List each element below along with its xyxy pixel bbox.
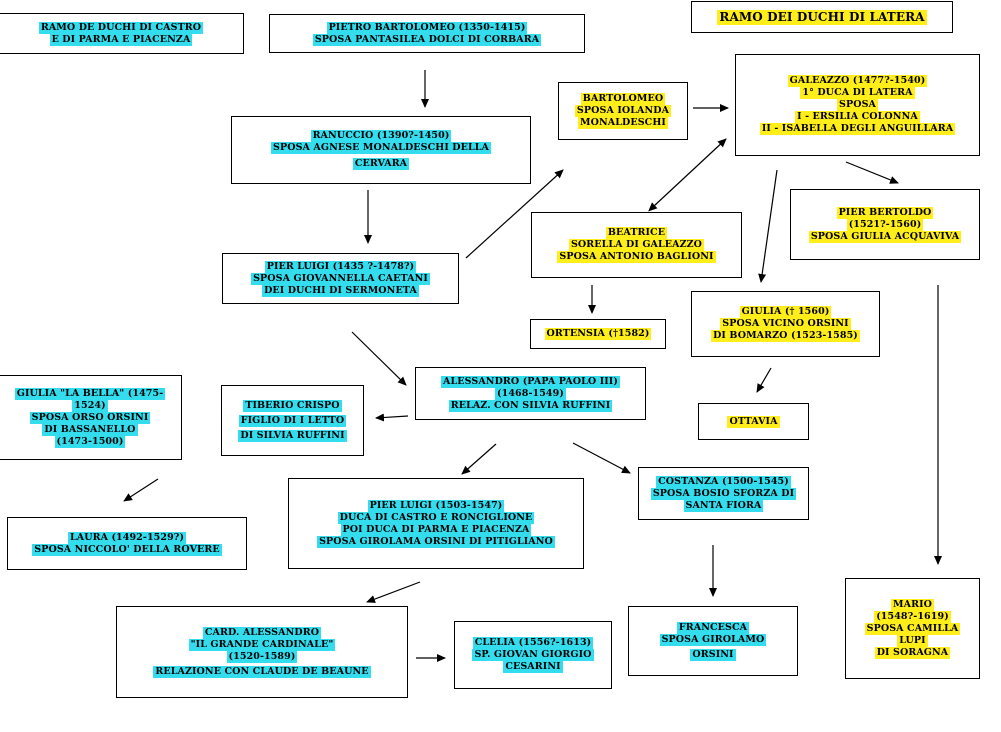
francesca-line-3: ORSINI <box>690 648 736 661</box>
galeazzo-line-5: II - ISABELLA DEGLI ANGUILLARA <box>759 123 956 135</box>
laura-line-1: LAURA (1492-1529?) <box>67 531 187 544</box>
box-ramo-latera: RAMO DEI DUCHI DI LATERA <box>691 1 953 33</box>
mario-line-4: LUPI <box>897 634 928 647</box>
box-clelia: CLELIA (1556?-1613) SP. GIOVAN GIORGIO C… <box>454 621 612 689</box>
ramo-castro-line-2: E DI PARMA E PIACENZA <box>49 33 193 46</box>
galeazzo-line-4: I - ERSILIA COLONNA <box>795 111 920 123</box>
giulia-vicino-line-2: SPOSA VICINO ORSINI <box>720 318 851 330</box>
pierluigi1-line-2: SPOSA GIOVANNELLA CAETANI <box>251 272 430 285</box>
arrow-galeazzo-pierbertoldo <box>845 161 899 184</box>
box-ortensia: ORTENSIA (†1582) <box>530 319 666 349</box>
ramo-latera-line-1: RAMO DEI DUCHI DI LATERA <box>717 9 927 25</box>
pierluigi2-line-4: SPOSA GIROLAMA ORSINI DI PITIGLIANO <box>317 535 555 548</box>
giulia-vicino-line-1: GIULIA († 1560) <box>739 306 832 318</box>
pierluigi1-line-3: DEI DUCHI DI SERMONETA <box>262 284 419 297</box>
beatrice-line-2: SORELLA DI GALEAZZO <box>568 239 705 251</box>
giulia-bella-line-5: (1473-1500) <box>54 435 126 448</box>
box-ranuccio: RANUCCIO (1390?-1450) SPOSA AGNESE MONAL… <box>231 116 531 184</box>
box-pier-luigi-1435: PIER LUIGI (1435 ?-1478?) SPOSA GIOVANNE… <box>222 253 459 304</box>
box-mario: MARIO (1548?-1619) SPOSA CAMILLA LUPI DI… <box>845 578 980 679</box>
box-giulia-la-bella: GIULIA "LA BELLA" (1475- 1524) SPOSA ORS… <box>0 375 182 460</box>
box-tiberio: TIBERIO CRISPO FIGLIO DI I LETTO DI SILV… <box>221 385 364 456</box>
arrow-pierluigi-alessandro <box>351 331 407 386</box>
card-alessandro-line-4: RELAZIONE CON CLAUDE DE BEAUNE <box>153 665 371 678</box>
giulia-bella-line-3: SPOSA ORSO ORSINI <box>29 411 151 424</box>
box-pier-bertoldo: PIER BERTOLDO (1521?-1560) SPOSA GIULIA … <box>790 189 980 260</box>
alessandro-line-3: RELAZ. CON SILVIA RUFFINI <box>448 399 613 412</box>
ottavia-line-1: OTTAVIA <box>727 415 780 428</box>
bartolomeo-line-1: BARTOLOMEO <box>580 93 666 105</box>
ranuccio-line-2: SPOSA AGNESE MONALDESCHI DELLA <box>271 142 491 154</box>
francesca-line-1: FRANCESCA <box>676 621 750 634</box>
costanza-line-1: COSTANZA (1500-1545) <box>656 475 791 488</box>
box-beatrice: BEATRICE SORELLA DI GALEAZZO SPOSA ANTON… <box>531 212 742 278</box>
laura-line-2: SPOSA NICCOLO' DELLA ROVERE <box>32 543 222 556</box>
galeazzo-line-1: GALEAZZO (1477?-1540) <box>787 75 928 87</box>
arrow-alessandro-tiberio <box>375 413 409 422</box>
ortensia-line-1: ORTENSIA (†1582) <box>544 328 652 340</box>
pietro-line-2: SPOSA PANTASILEA DOLCI DI CORBARA <box>312 33 542 46</box>
box-costanza: COSTANZA (1500-1545) SPOSA BOSIO SFORZA … <box>638 467 809 520</box>
card-alessandro-line-2: "IL GRANDE CARDINALE" <box>188 638 336 651</box>
box-card-alessandro: CARD. ALESSANDRO "IL GRANDE CARDINALE" (… <box>116 606 408 698</box>
pierbertoldo-line-2: (1521?-1560) <box>846 218 924 231</box>
ranuccio-line-1: RANUCCIO (1390?-1450) <box>310 130 452 142</box>
pierbertoldo-line-1: PIER BERTOLDO <box>836 206 934 219</box>
tiberio-line-1: TIBERIO CRISPO <box>243 399 342 412</box>
alessandro-line-2: (1468-1549) <box>495 387 566 400</box>
giulia-bella-line-2: 1524) <box>72 399 108 412</box>
arrow-giulia-ottavia <box>756 367 772 393</box>
alessandro-line-1: ALESSANDRO (PAPA PAOLO III) <box>441 375 620 388</box>
ranuccio-line-3: CERVARA <box>352 158 410 170</box>
clelia-line-2: SP. GIOVAN GIORGIO <box>472 649 594 661</box>
box-bartolomeo: BARTOLOMEO SPOSA IOLANDA MONALDESCHI <box>558 82 688 140</box>
box-galeazzo: GALEAZZO (1477?-1540) 1° DUCA DI LATERA … <box>735 54 980 156</box>
pierluigi2-line-3: POI DUCA DI PARMA E PIACENZA <box>340 523 532 536</box>
giulia-bella-line-1: GIULIA "LA BELLA" (1475- <box>14 387 166 400</box>
beatrice-line-1: BEATRICE <box>605 227 668 239</box>
pierluigi2-line-2: DUCA DI CASTRO E RONCIGLIONE <box>337 511 535 524</box>
bartolomeo-line-2: SPOSA IOLANDA <box>574 105 672 117</box>
box-alessandro: ALESSANDRO (PAPA PAOLO III) (1468-1549) … <box>415 367 646 420</box>
giulia-vicino-line-3: DI BOMARZO (1523-1585) <box>711 330 860 342</box>
francesca-line-2: SPOSA GIROLAMO <box>659 633 767 646</box>
box-laura: LAURA (1492-1529?) SPOSA NICCOLO' DELLA … <box>7 517 247 570</box>
beatrice-line-3: SPOSA ANTONIO BAGLIONI <box>557 251 716 263</box>
pietro-line-1: PIETRO BARTOLOMEO (1350-1415) <box>326 21 528 34</box>
box-ottavia: OTTAVIA <box>698 403 809 440</box>
arrow-alessandro-costanza <box>572 442 631 474</box>
arrow-pierluigi-bartolomeo <box>465 169 564 259</box>
mario-line-1: MARIO <box>890 598 934 611</box>
box-pietro-bartolomeo: PIETRO BARTOLOMEO (1350-1415) SPOSA PANT… <box>269 14 585 53</box>
arrow-galeazzo-giulia <box>758 169 778 283</box>
giulia-bella-line-4: DI BASSANELLO <box>42 423 138 436</box>
box-pier-luigi-1503: PIER LUIGI (1503-1547) DUCA DI CASTRO E … <box>288 478 584 569</box>
mario-line-3: SPOSA CAMILLA <box>864 622 961 635</box>
card-alessandro-line-1: CARD. ALESSANDRO <box>202 626 322 639</box>
arrow-alessandro-pierluigi2 <box>461 443 497 475</box>
box-giulia-vicino: GIULIA († 1560) SPOSA VICINO ORSINI DI B… <box>691 291 880 357</box>
galeazzo-line-3: SPOSA <box>836 99 878 111</box>
pierbertoldo-line-3: SPOSA GIULIA ACQUAVIVA <box>808 230 962 243</box>
clelia-line-1: CLELIA (1556?-1613) <box>472 637 594 649</box>
mario-line-2: (1548?-1619) <box>874 610 951 623</box>
bartolomeo-line-3: MONALDESCHI <box>578 117 668 129</box>
pierluigi2-line-1: PIER LUIGI (1503-1547) <box>367 499 505 512</box>
box-francesca: FRANCESCA SPOSA GIROLAMO ORSINI <box>628 606 798 676</box>
pierluigi1-line-1: PIER LUIGI (1435 ?-1478?) <box>264 260 417 273</box>
tiberio-line-3: DI SILVIA RUFFINI <box>238 429 347 442</box>
ramo-castro-line-1: RAMO DE DUCHI DI CASTRO <box>38 21 204 34</box>
arrow-giuliabella-laura <box>123 478 159 502</box>
costanza-line-3: SANTA FIORA <box>683 499 764 512</box>
costanza-line-2: SPOSA BOSIO SFORZA DI <box>650 487 797 500</box>
arrow-pierluigi2-card <box>366 581 421 603</box>
card-alessandro-line-3: (1520-1589) <box>226 650 298 663</box>
clelia-line-3: CESARINI <box>503 661 563 673</box>
galeazzo-line-2: 1° DUCA DI LATERA <box>800 87 915 99</box>
mario-line-5: DI SORAGNA <box>874 646 951 659</box>
box-ramo-castro: RAMO DE DUCHI DI CASTRO E DI PARMA E PIA… <box>0 13 244 54</box>
tiberio-line-2: FIGLIO DI I LETTO <box>238 414 347 427</box>
arrow-beatrice-galeazzo <box>648 138 727 212</box>
